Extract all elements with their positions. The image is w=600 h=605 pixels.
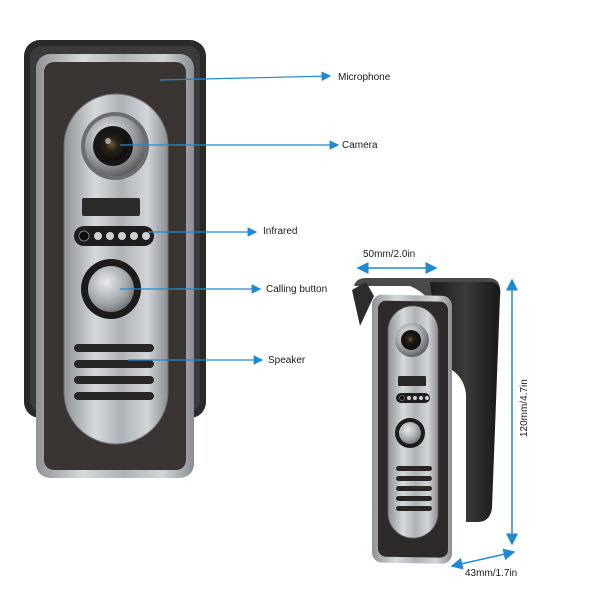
speaker-grille [74, 344, 154, 400]
side-infrared-led-icon [399, 395, 429, 401]
width-dimension-label: 50mm/2.0in [363, 249, 416, 260]
call-button-icon [88, 266, 134, 312]
callout-arrows [120, 71, 340, 365]
side-speaker-grille [396, 466, 432, 511]
microphone-label: Microphone [338, 72, 391, 83]
depth-dimension-label: 43mm/1.7in [465, 568, 518, 579]
infrared-label: Infrared [263, 226, 298, 237]
sensor-window [82, 198, 140, 216]
camera-lens-icon [98, 131, 128, 161]
camera-label: Camera [342, 140, 378, 151]
microphone-arrow [159, 71, 332, 81]
infrared-led-icon [94, 232, 150, 240]
dimension-arrows [356, 262, 518, 570]
front-view-doorbell [24, 40, 206, 478]
depth-arrow [450, 548, 516, 570]
speaker-label: Speaker [268, 355, 306, 366]
calling-button-label: Calling button [266, 284, 328, 295]
side-camera-lens-icon [404, 333, 418, 347]
side-call-button-icon [399, 422, 421, 444]
height-dimension-label: 120mm/4.7in [519, 379, 530, 437]
side-view-doorbell [352, 278, 501, 564]
